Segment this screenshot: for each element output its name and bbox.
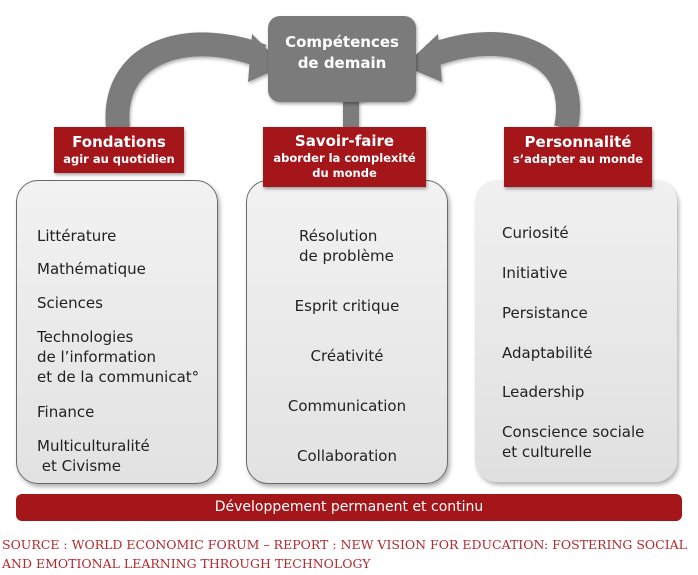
column-title: Fondations [72, 133, 166, 151]
column-subtitle: s’adapter au monde [512, 152, 644, 166]
list-item: Communication [287, 397, 407, 415]
list-item: Conscience sociale [502, 423, 645, 441]
column-title: Savoir-faire [294, 132, 395, 150]
list-item: de problème [299, 247, 394, 265]
list-item: Résolution [299, 227, 378, 245]
list-item: Initiative [502, 264, 568, 282]
header-savoir-faire: Savoir-faire aborder la complexité du mo… [263, 127, 426, 187]
source-line1: SOURCE : WORLD ECONOMIC FORUM – REPORT :… [2, 537, 687, 552]
list-item: Esprit critique [294, 297, 400, 315]
list-item: Technologies [37, 328, 134, 346]
card-personnalite: Curiosité Initiative Persistance Adaptab… [475, 180, 677, 482]
list-item: et culturelle [502, 443, 592, 461]
center-box-competences: Compétences de demain [268, 16, 416, 102]
left-curved-arrow [105, 32, 284, 130]
source-caption: SOURCE : WORLD ECONOMIC FORUM – REPORT :… [2, 535, 698, 573]
header-personnalite: Personnalité s’adapter au monde [504, 127, 652, 187]
list-item: Littérature [37, 227, 117, 245]
bottom-bar: Développement permanent et continu [16, 494, 682, 521]
header-fondations: Fondations agir au quotidien [54, 127, 184, 173]
list-item: Adaptabilité [502, 344, 593, 362]
column-subtitle: aborder la complexité [273, 151, 416, 165]
list-item: Mathématique [37, 260, 146, 278]
card-savoir-faire: Résolution de problème Esprit critique C… [246, 180, 448, 484]
source-line2: AND EMOTIONAL LEARNING THROUGH TECHNOLOG… [2, 556, 371, 571]
list-item: Multiculturalité [37, 437, 150, 455]
list-item: et Civisme [37, 457, 121, 475]
list-item: Sciences [37, 294, 103, 312]
column-subtitle: agir au quotidien [63, 152, 175, 166]
right-curved-arrow [404, 32, 580, 131]
list-item: Leadership [502, 383, 585, 401]
column-title: Personnalité [524, 133, 632, 151]
list-item: de l’information [37, 348, 157, 366]
list-item: Finance [37, 403, 95, 421]
list-item: Curiosité [502, 224, 569, 242]
list-item: et de la communicat° [37, 368, 200, 386]
center-title-line2: de demain [297, 54, 387, 72]
list-item: Persistance [502, 304, 588, 322]
center-title-line1: Compétences [285, 33, 399, 51]
diagram: Compétences de demain Littérature Mathém… [16, 16, 682, 521]
card-fondations: Littérature Mathématique Sciences Techno… [16, 180, 218, 484]
list-item: Créativité [310, 347, 384, 365]
column-subtitle: du monde [312, 166, 377, 180]
list-item: Collaboration [297, 447, 397, 465]
